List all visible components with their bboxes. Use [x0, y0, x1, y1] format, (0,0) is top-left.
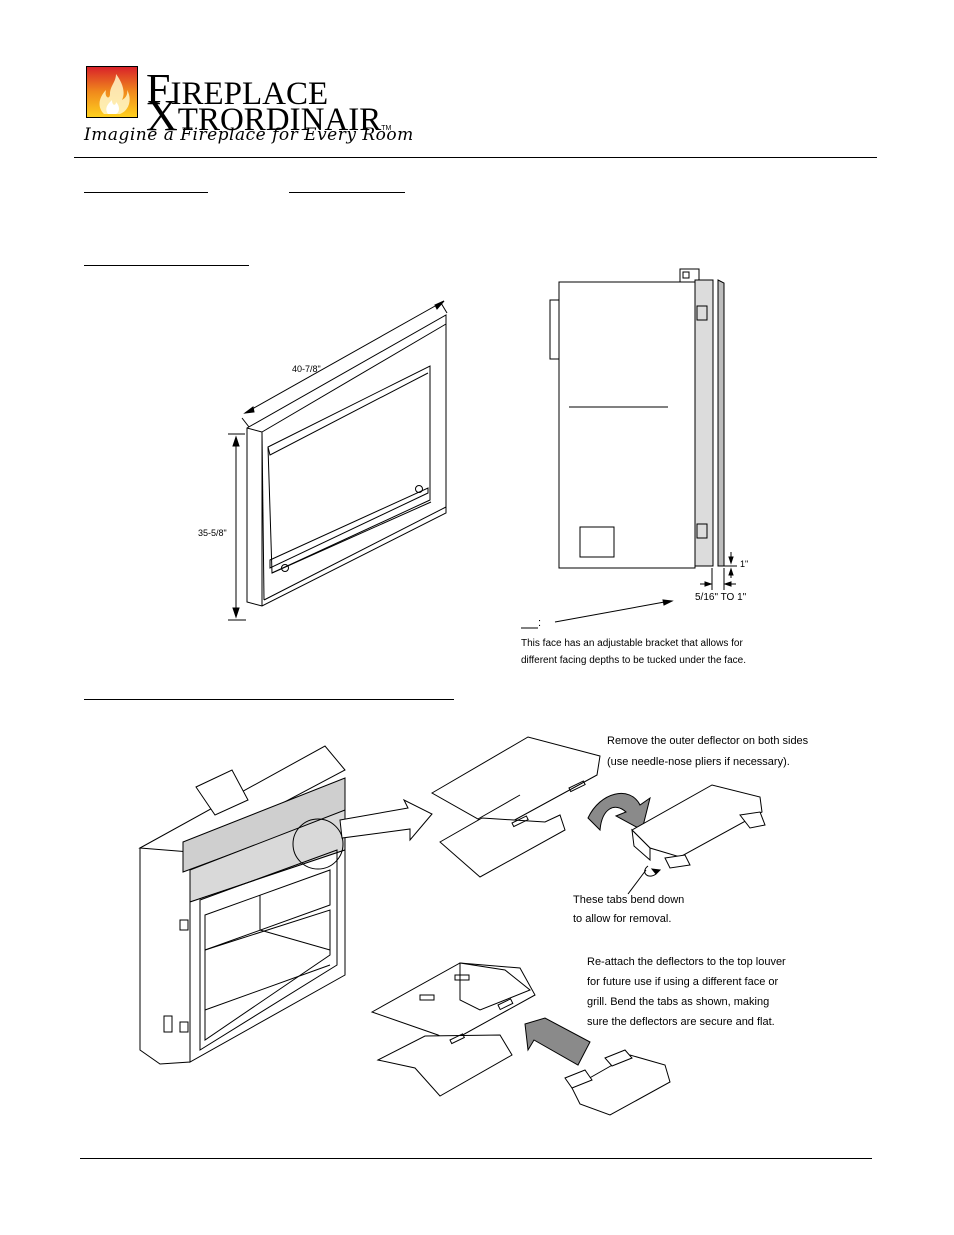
logo-line2: XTRORDINAIRTM — [146, 94, 391, 138]
logo-tagline: Imagine a Fireplace for Every Room — [84, 125, 414, 145]
facing-depth-label: 5/16" TO 1" — [695, 592, 747, 603]
logo-trademark: TM — [381, 125, 392, 132]
side-rear-tab — [549, 299, 560, 360]
deflector-upper — [430, 736, 601, 829]
flame-logo-icon — [86, 66, 138, 118]
width-dim-line — [244, 300, 445, 414]
logo-line2-initial: X — [146, 91, 178, 140]
loose-deflector — [571, 1054, 671, 1116]
reattach-instruction-line2: for future use if using a different face… — [587, 976, 779, 988]
reattach-instruction-line4: sure the deflectors are secure and flat. — [587, 1016, 775, 1028]
footer-rule — [80, 1158, 872, 1159]
depth-dimension-label: 1" — [740, 559, 749, 569]
remove-instruction-line1: Remove the outer deflector on both sides — [607, 735, 809, 747]
logo-line1-rest: IREPLACE — [170, 76, 329, 112]
width-dimension-label: 40-7/8" — [292, 364, 321, 374]
deflector-lower — [439, 814, 566, 878]
unit-side-access — [163, 1015, 173, 1033]
heading-underline-1 — [84, 192, 208, 193]
side-top-bracket — [679, 268, 700, 283]
removed-deflector — [631, 784, 763, 858]
detail-callout-circle — [292, 818, 344, 870]
reattach-instruction-line3: grill. Bend the tabs as shown, making — [587, 996, 770, 1008]
logo-line2-rest: TRORDINAIR — [177, 102, 382, 138]
remove-instruction-line2: (use needle-nose pliers if necessary). — [607, 756, 790, 768]
heading-underline-4 — [84, 699, 454, 700]
side-body — [558, 281, 696, 569]
side-note-line1: This face has an adjustable bracket that… — [521, 638, 743, 649]
header-rule — [74, 157, 877, 158]
face-frame — [246, 314, 447, 607]
unit-front — [189, 849, 346, 1063]
height-dimension-label: 35-5/8" — [198, 528, 227, 538]
note-colon: : — [538, 617, 542, 629]
unit-vent-stub — [195, 769, 249, 816]
tabs-instruction-line2: to allow for removal. — [573, 913, 672, 925]
tabs-instruction-line1: These tabs bend down — [573, 894, 685, 906]
face-knob-left — [281, 564, 289, 572]
heading-underline-2 — [289, 192, 405, 193]
face-opening — [267, 365, 431, 574]
face-knob-right — [415, 485, 423, 493]
reattach-deflector-lower — [376, 1034, 513, 1097]
logo-line1: FIREPLACE — [146, 68, 328, 112]
callout-arrow — [339, 798, 433, 842]
side-access-box — [579, 526, 615, 558]
rotate-arrow-icon — [587, 792, 651, 832]
logo: FIREPLACE XTRORDINAIRTM — [86, 66, 416, 138]
push-arrow-icon — [524, 1017, 591, 1066]
logo-line1-initial: F — [146, 65, 171, 114]
side-note-line2: different facing depths to be tucked und… — [521, 655, 746, 666]
reattach-instruction-line1: Re-attach the deflectors to the top louv… — [587, 956, 786, 968]
unit-firebox — [199, 849, 338, 1051]
side-face-panel — [694, 279, 714, 567]
heading-underline-3 — [84, 265, 249, 266]
